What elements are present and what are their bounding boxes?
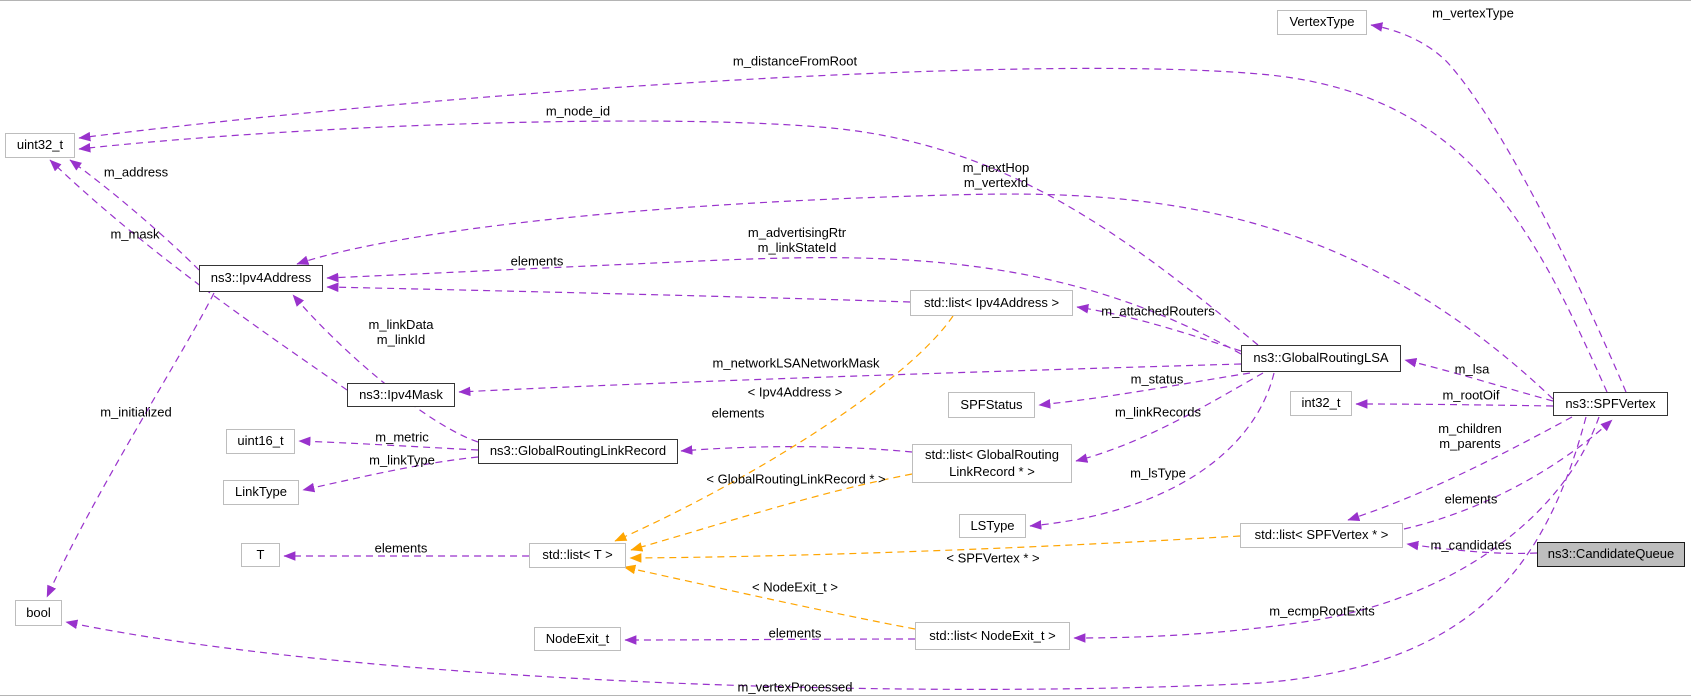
- edge-m-lsa: [1404, 357, 1554, 402]
- edge-m-vertex-type: [1370, 22, 1627, 393]
- node-uint16-t[interactable]: uint16_t: [226, 429, 295, 454]
- node-link-type[interactable]: LinkType: [223, 480, 299, 505]
- edge-m-vertex-processed: [65, 416, 1587, 690]
- edge-m-ecmp-root-exits: [1073, 416, 1600, 643]
- node-ipv4-address[interactable]: ns3::Ipv4Address: [199, 265, 323, 292]
- edge-m-distance-from-root: [78, 67, 1608, 393]
- edge-m-attached-routers: [1076, 304, 1242, 352]
- node-std-list-ipv4-address[interactable]: std::list< Ipv4Address >: [910, 290, 1073, 316]
- edge-tmpl-spf-vertex: [629, 535, 1241, 563]
- edge-elements-spf-vertex: [1403, 419, 1613, 530]
- node-std-list-spf-vertex[interactable]: std::list< SPFVertex * >: [1240, 523, 1403, 548]
- edge-elements-ipv4-address: [326, 282, 911, 303]
- node-global-routing-link-record[interactable]: ns3::GlobalRoutingLinkRecord: [478, 439, 678, 464]
- edge-m-candidates: [1406, 540, 1538, 555]
- edge-elements-node-exit-t: [624, 635, 916, 645]
- edge-m-ls-type: [1029, 372, 1275, 530]
- edge-tmpl-global-routing-link-record: [630, 473, 913, 552]
- node-std-list-node-exit-t[interactable]: std::list< NodeExit_t >: [915, 622, 1070, 650]
- edge-m-initialized: [46, 292, 215, 598]
- edge-tmpl-ipv4-address: [614, 315, 954, 542]
- edge-m-children-m-parents: [1347, 416, 1573, 521]
- edge-elements-link-record: [680, 445, 913, 455]
- node-ls-type[interactable]: LSType: [959, 514, 1026, 538]
- node-bool[interactable]: bool: [15, 600, 62, 626]
- node-node-exit-t[interactable]: NodeExit_t: [534, 627, 621, 651]
- node-std-list-t[interactable]: std::list< T >: [529, 543, 626, 568]
- node-spf-status[interactable]: SPFStatus: [948, 392, 1035, 418]
- edge-m-network-lsa-network-mask: [458, 363, 1242, 397]
- node-t[interactable]: T: [241, 543, 280, 567]
- edge-m-advertising-rtr-m-link-state-id: [326, 257, 1242, 355]
- node-spf-vertex[interactable]: ns3::SPFVertex: [1553, 392, 1668, 416]
- node-int32-t[interactable]: int32_t: [1290, 391, 1352, 416]
- edge-m-root-oif: [1355, 399, 1554, 409]
- node-uint32-t[interactable]: uint32_t: [5, 133, 75, 158]
- node-ipv4-mask[interactable]: ns3::Ipv4Mask: [347, 383, 455, 407]
- node-global-routing-lsa[interactable]: ns3::GlobalRoutingLSA: [1241, 345, 1401, 372]
- edge-tmpl-node-exit-t: [623, 564, 916, 630]
- edge-m-metric: [298, 436, 479, 451]
- node-vertex-type[interactable]: VertexType: [1277, 10, 1367, 35]
- edge-m-next-hop-m-vertex-id: [296, 193, 1554, 400]
- edge-m-link-type: [302, 456, 479, 493]
- edge-m-link-data-m-link-id: [292, 294, 479, 443]
- node-candidate-queue: ns3::CandidateQueue: [1537, 542, 1685, 567]
- edge-m-link-records: [1075, 372, 1264, 463]
- edge-m-node-id: [78, 120, 1259, 346]
- edge-m-address: [69, 159, 200, 271]
- edge-m-status: [1038, 372, 1251, 409]
- node-std-list-global-routing-link-record[interactable]: std::list< GlobalRouting LinkRecord * >: [912, 444, 1072, 483]
